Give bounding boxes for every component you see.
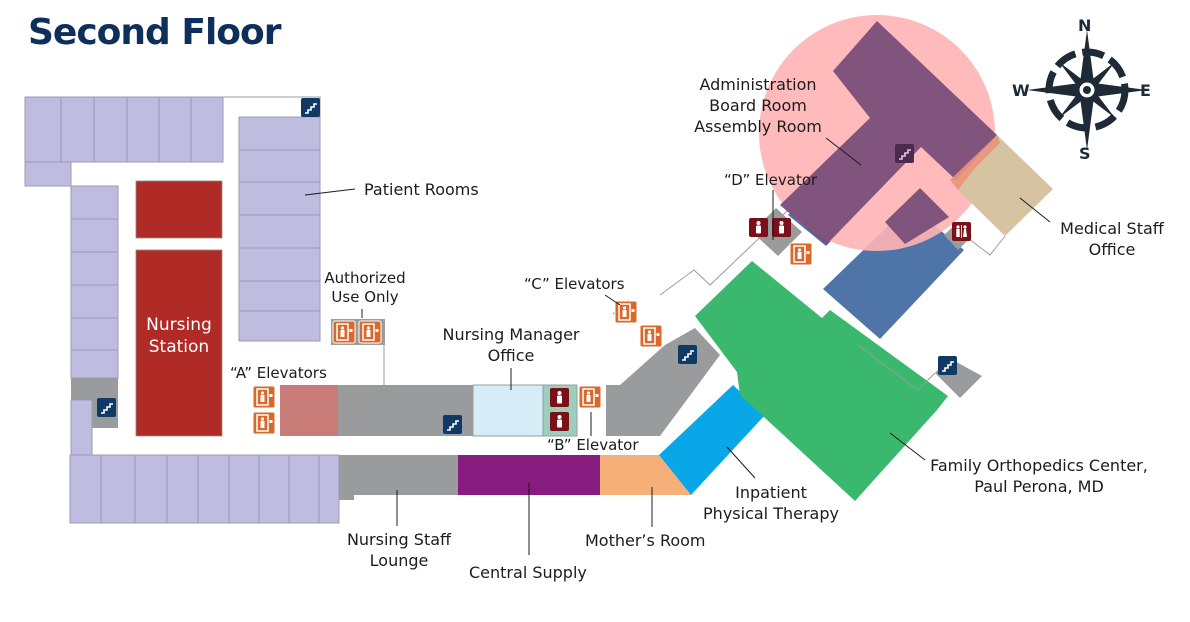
elevator-icon[interactable] — [789, 242, 813, 266]
label-nursing-station-line1: Nursing — [146, 315, 212, 335]
compass-north: N — [1078, 16, 1092, 35]
label-nursing-station: Nursing Station — [136, 314, 222, 358]
elevator-icon[interactable] — [332, 320, 356, 344]
restroom-unisex-icon — [952, 222, 971, 241]
stairs-icon — [937, 355, 958, 376]
label-authorized-line2: Use Only — [331, 288, 399, 306]
stairs-icon — [677, 344, 698, 365]
label-administration: Administration Board Room Assembly Room — [688, 74, 828, 137]
compass-west: W — [1012, 81, 1030, 100]
restroom-women-icon — [772, 218, 791, 237]
label-nursing-manager-line2: Office — [487, 346, 535, 365]
patient-rooms-south[interactable] — [69, 454, 340, 524]
label-nursing-manager-office: Nursing Manager Office — [433, 324, 589, 366]
administration-board-room[interactable] — [780, 21, 997, 245]
label-authorized-line1: Authorized — [324, 269, 406, 287]
label-nursing-staff-lounge: Nursing Staff Lounge — [338, 529, 460, 571]
elevator-icon[interactable] — [639, 324, 663, 348]
patient-rooms-north[interactable] — [24, 96, 224, 187]
patient-rooms-east[interactable] — [238, 116, 321, 342]
label-staff-lounge-line1: Nursing Staff — [346, 530, 452, 549]
label-medical-staff-line2: Office — [1088, 240, 1136, 259]
label-c-elevators: “C” Elevators — [524, 275, 625, 293]
restroom-men-icon — [749, 218, 768, 237]
stairs-icon — [442, 414, 463, 435]
label-family-orthopedics: Family Orthopedics Center, Paul Perona, … — [924, 455, 1154, 497]
compass-rose-icon — [1027, 30, 1147, 150]
compass-east: E — [1140, 81, 1151, 100]
compass-south: S — [1079, 144, 1091, 163]
label-orthopedics-line2: Paul Perona, MD — [974, 477, 1104, 496]
elevator-icon[interactable] — [578, 385, 602, 409]
nursing-staff-lounge[interactable] — [339, 455, 458, 500]
label-admin-line1: Administration — [699, 75, 817, 94]
label-d-elevator: “D” Elevator — [724, 171, 818, 189]
elevator-icon[interactable] — [252, 385, 276, 409]
elevator-icon[interactable] — [358, 320, 382, 344]
label-a-elevators: “A” Elevators — [230, 364, 327, 382]
label-authorized-use: Authorized Use Only — [314, 269, 416, 307]
stairs-icon — [300, 97, 321, 118]
leader-lines — [304, 137, 1051, 555]
label-mothers-room: Mother’s Room — [585, 531, 706, 550]
label-admin-line3: Assembly Room — [694, 117, 822, 136]
restroom-women-icon — [550, 412, 569, 431]
stairs-icon — [895, 144, 914, 163]
label-medical-staff-line1: Medical Staff — [1060, 219, 1164, 238]
label-patient-rooms: Patient Rooms — [364, 180, 479, 199]
restroom-men-icon — [550, 388, 569, 407]
label-orthopedics-line1: Family Orthopedics Center, — [930, 456, 1148, 475]
label-central-supply: Central Supply — [469, 563, 587, 582]
label-nursing-station-line2: Station — [148, 337, 210, 357]
page-title: Second Floor — [28, 12, 281, 53]
inpatient-physical-therapy[interactable] — [659, 385, 765, 495]
nursing-station[interactable] — [135, 180, 223, 437]
elevator-icon[interactable] — [252, 411, 276, 435]
label-medical-staff-office: Medical Staff Office — [1052, 218, 1172, 260]
label-admin-line2: Board Room — [709, 96, 807, 115]
patient-rooms-west[interactable] — [70, 185, 119, 456]
family-orthopedics-center[interactable] — [695, 261, 948, 501]
label-physical-therapy-line2: Physical Therapy — [703, 504, 839, 523]
label-physical-therapy-line1: Inpatient — [735, 483, 807, 502]
label-b-elevator: “B” Elevator — [547, 436, 639, 454]
label-staff-lounge-line2: Lounge — [369, 551, 429, 570]
label-nursing-manager-line1: Nursing Manager — [442, 325, 580, 344]
stairs-icon — [96, 397, 117, 418]
label-inpatient-physical-therapy: Inpatient Physical Therapy — [700, 482, 842, 524]
mothers-room[interactable] — [600, 455, 691, 495]
